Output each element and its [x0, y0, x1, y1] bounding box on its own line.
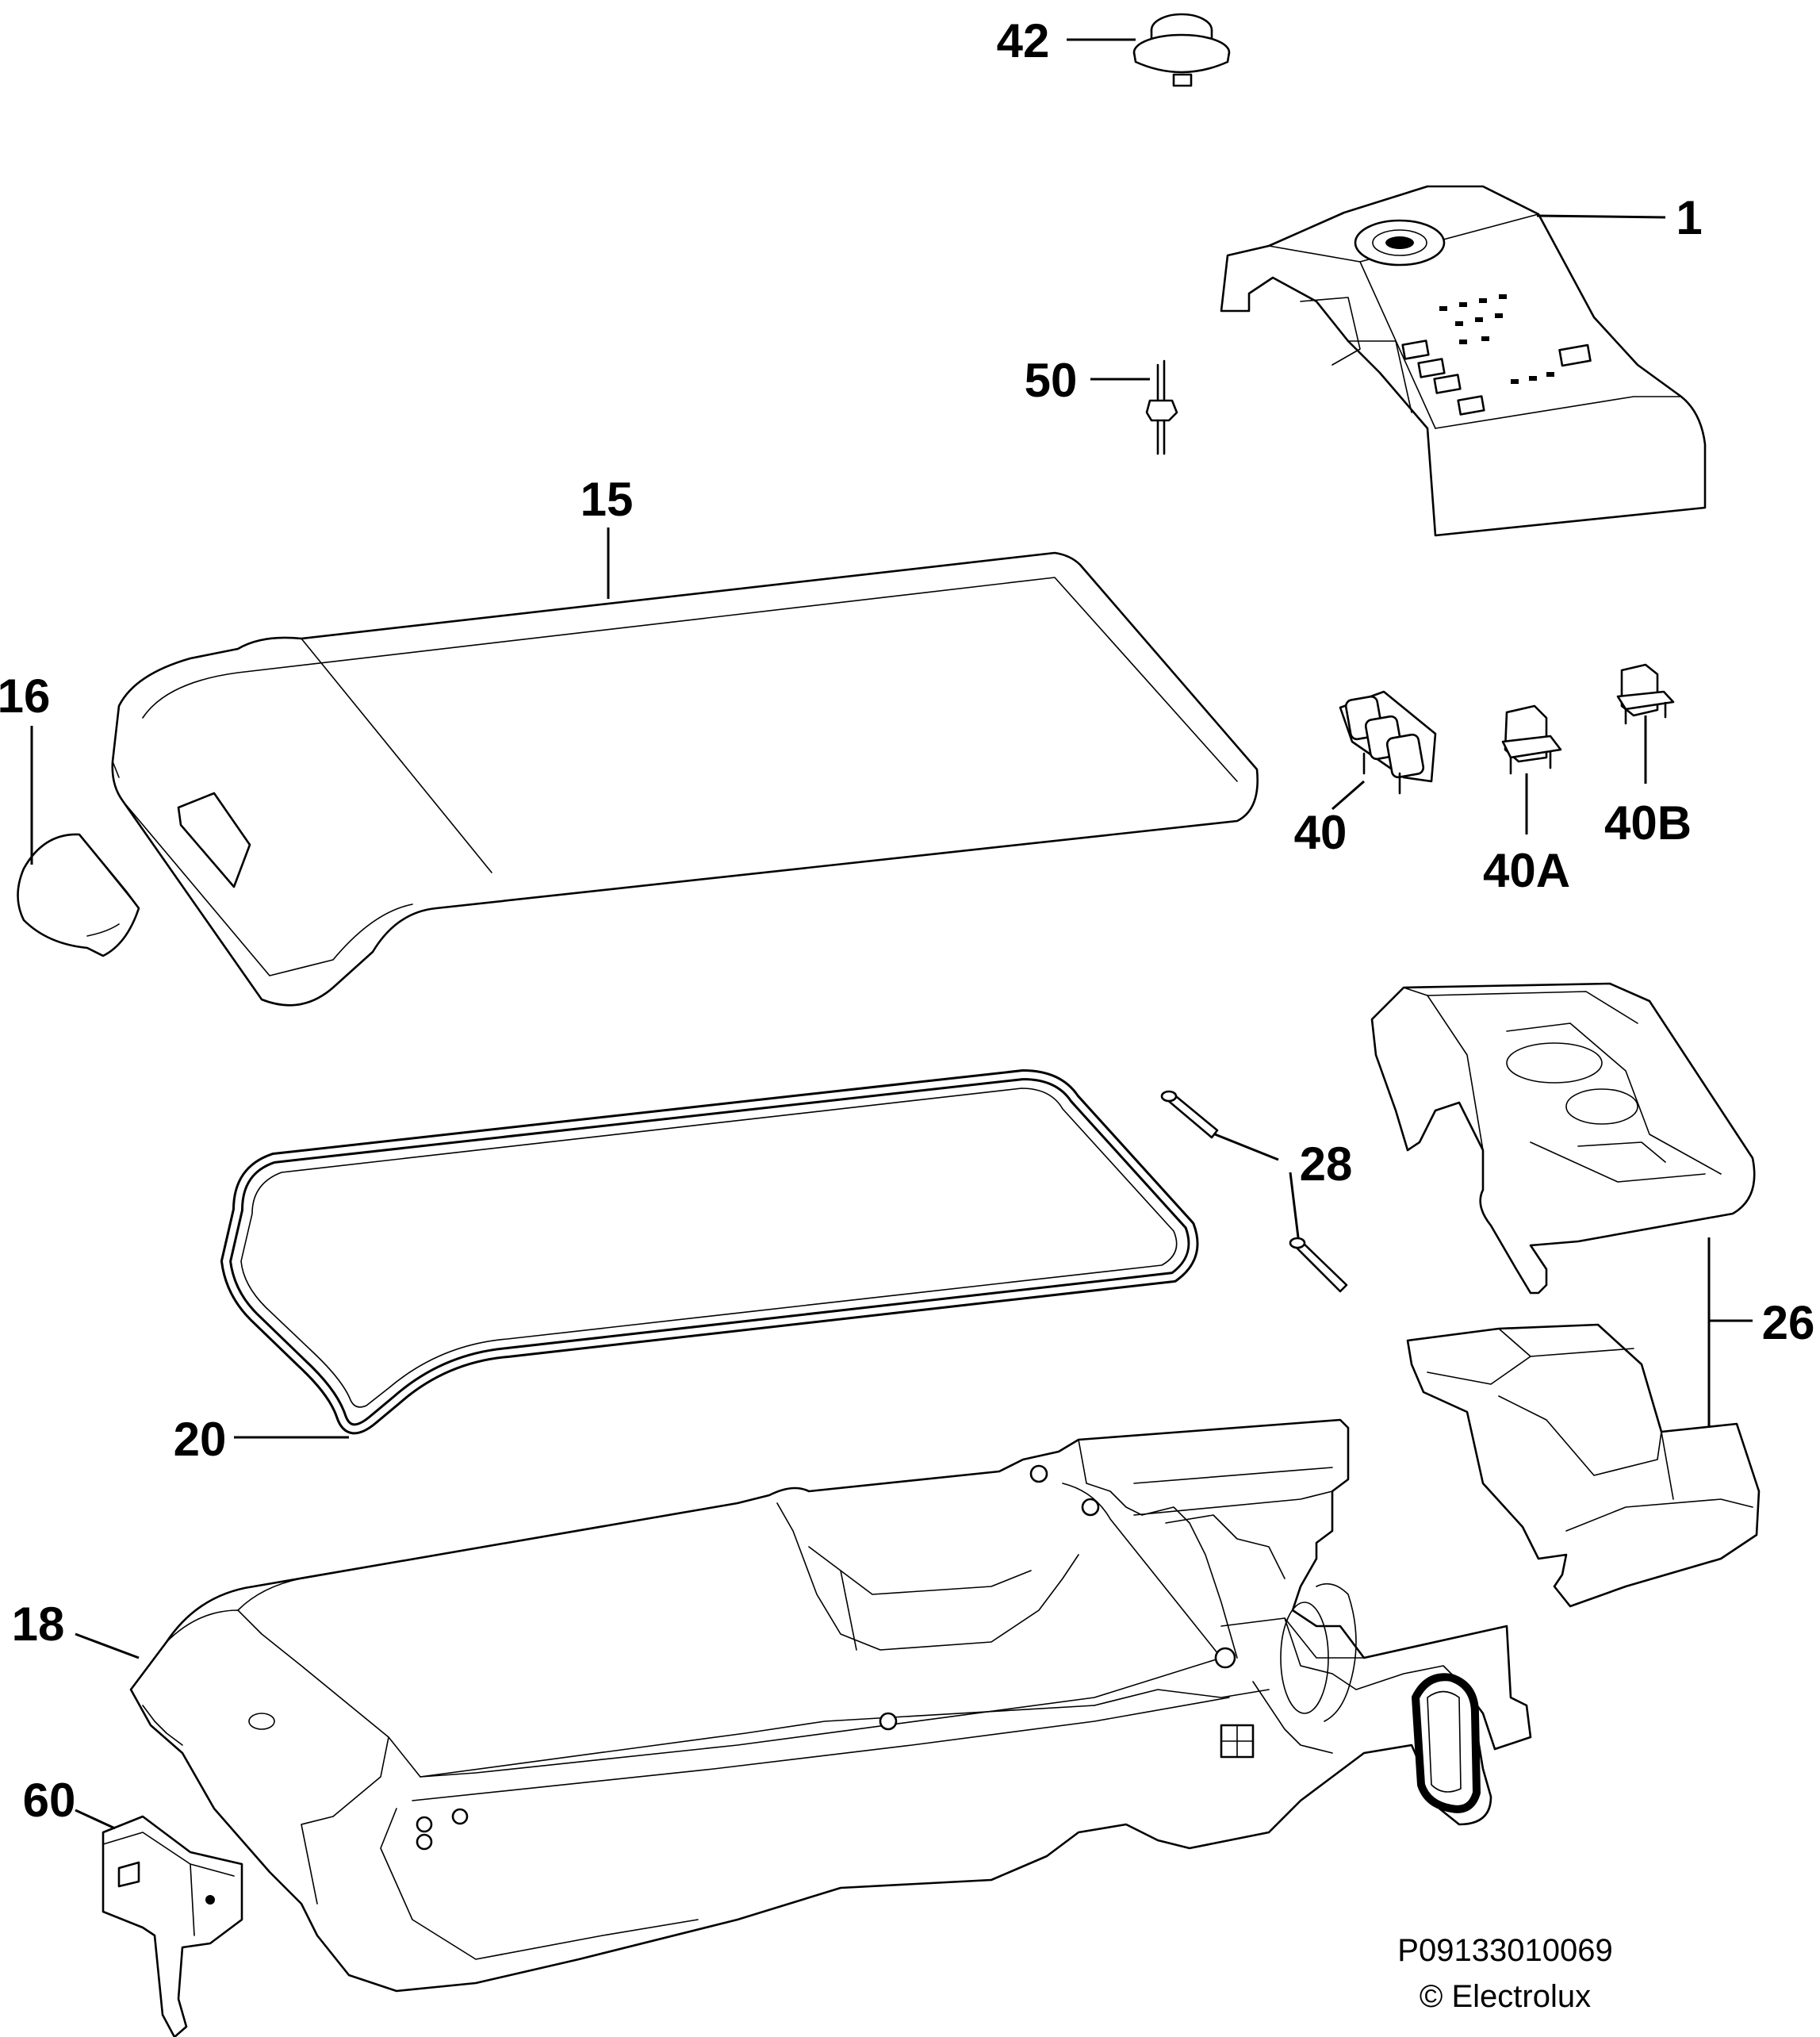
callout-26: 26 [1762, 1296, 1815, 1349]
part-28-pins [1160, 1090, 1348, 1293]
part-42-knob [1132, 13, 1231, 87]
part-60-lock [102, 1815, 243, 2037]
part-40A-switch [1501, 704, 1562, 775]
part-26-hinges [1370, 982, 1761, 1608]
callout-18: 18 [12, 1598, 65, 1651]
callout-40B: 40B [1604, 796, 1692, 850]
part-15-lid [111, 551, 1259, 1007]
callout-60: 60 [23, 1774, 76, 1827]
callout-28: 28 [1300, 1137, 1353, 1191]
part-18-frame [129, 1418, 1532, 1993]
callout-16: 16 [0, 669, 50, 723]
drawing-code: P09133010069 [1397, 1933, 1612, 1968]
leader-40 [1331, 780, 1365, 811]
callout-40A: 40A [1483, 844, 1570, 897]
leader-60 [75, 1809, 116, 1830]
leader-18 [75, 1632, 140, 1659]
leader-28a [1214, 1133, 1279, 1161]
leader-28b [1289, 1172, 1300, 1238]
part-1-control-panel [1220, 185, 1707, 537]
part-20-gasket [220, 1069, 1199, 1435]
callout-15: 15 [580, 473, 634, 526]
callout-42: 42 [997, 14, 1050, 67]
leader-1 [1536, 214, 1666, 219]
callout-50: 50 [1025, 354, 1078, 407]
part-40-switch [1339, 690, 1437, 795]
part-50-pin [1145, 359, 1178, 455]
copyright-notice: © Electrolux [1420, 1979, 1591, 2014]
part-16-clip [17, 833, 140, 957]
leader-26 [1707, 1237, 1753, 1428]
callout-20: 20 [174, 1413, 227, 1466]
part-40B-switch [1616, 663, 1675, 725]
callout-40: 40 [1294, 806, 1347, 859]
callout-1: 1 [1676, 191, 1702, 244]
